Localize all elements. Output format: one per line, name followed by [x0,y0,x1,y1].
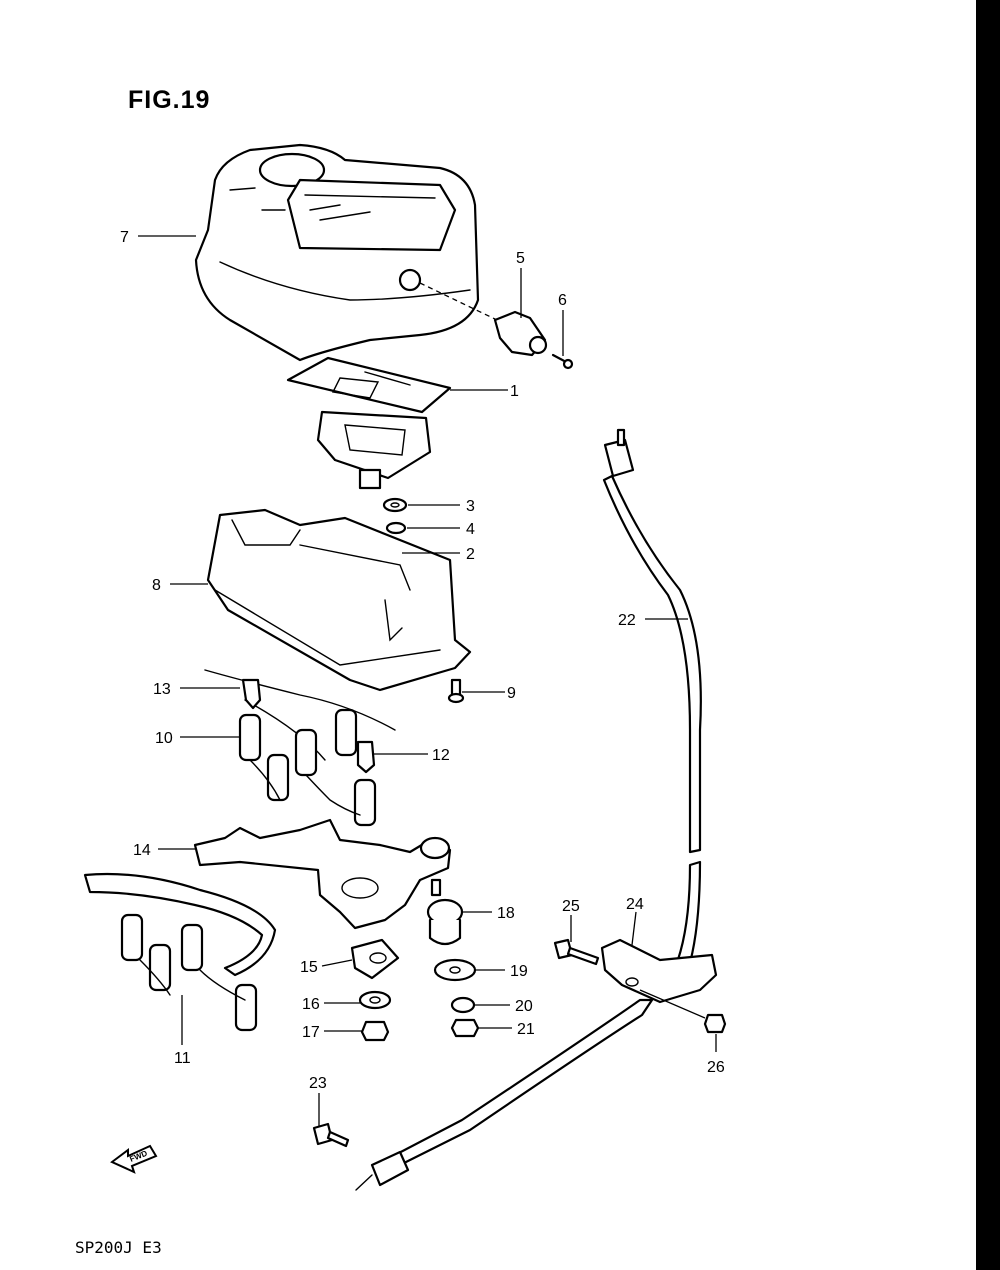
callout-20: 20 [515,998,533,1015]
part-1-speedometer [286,356,452,490]
part-6-screw [551,353,574,370]
callout-11: 11 [174,1050,191,1067]
part-18-grommet [426,898,464,946]
callout-4: 4 [466,521,475,538]
part-12-bulb [356,740,376,774]
scan-edge-bar [976,0,1000,1270]
part-4-washer [385,521,407,535]
part-25-bolt [553,938,600,966]
part-22-speedometer-cable [355,428,702,1191]
callout-2: 2 [466,546,475,563]
callout-15: 15 [300,959,318,976]
callout-19: 19 [510,963,528,980]
callout-13: 13 [153,681,171,698]
part-20-washer [450,996,476,1014]
callout-26: 26 [707,1059,725,1076]
callout-5: 5 [516,250,525,267]
part-23-bolt [312,1122,350,1148]
callout-12: 12 [432,747,450,764]
part-21-nut [450,1018,480,1038]
fwd-arrow-icon: FWD [110,1144,158,1174]
callout-23: 23 [309,1075,327,1092]
callout-8: 8 [152,577,161,594]
part-19-washer [433,958,477,982]
part-8-meter-case [206,508,472,692]
callout-6: 6 [558,292,567,309]
callout-21: 21 [517,1021,535,1038]
part-11-wire-harness [83,872,277,1032]
callout-numbers: 1 2 3 4 5 6 7 8 9 10 11 12 13 14 15 16 1… [120,229,725,1092]
model-code: SP200J E3 [75,1238,162,1257]
callout-16: 16 [302,996,320,1013]
part-26-nut [639,989,727,1034]
part-15-clamp [350,938,400,980]
part-10-bulb-sockets [204,669,396,827]
leader-lines [138,235,717,1126]
part-13-bulb [241,678,262,710]
part-17-nut [360,1020,390,1042]
callout-1: 1 [510,383,519,400]
part-5-reset-knob [419,282,548,357]
callout-22: 22 [618,612,636,629]
callout-3: 3 [466,498,475,515]
callout-17: 17 [302,1024,320,1041]
callout-10: 10 [155,730,173,747]
part-7-meter-cover [194,143,480,362]
part-16-washer [358,990,392,1010]
part-24-cable-clamp [600,938,718,1004]
callout-14: 14 [133,842,151,859]
part-14-bracket-plate [193,818,452,930]
part-9-screw [447,678,465,704]
callout-9: 9 [507,685,516,702]
callout-7: 7 [120,229,129,246]
part-3-washer [382,497,408,513]
figure-title: FIG.19 [128,86,211,114]
callout-18: 18 [497,905,515,922]
callout-24: 24 [626,896,644,913]
callout-25: 25 [562,898,580,915]
